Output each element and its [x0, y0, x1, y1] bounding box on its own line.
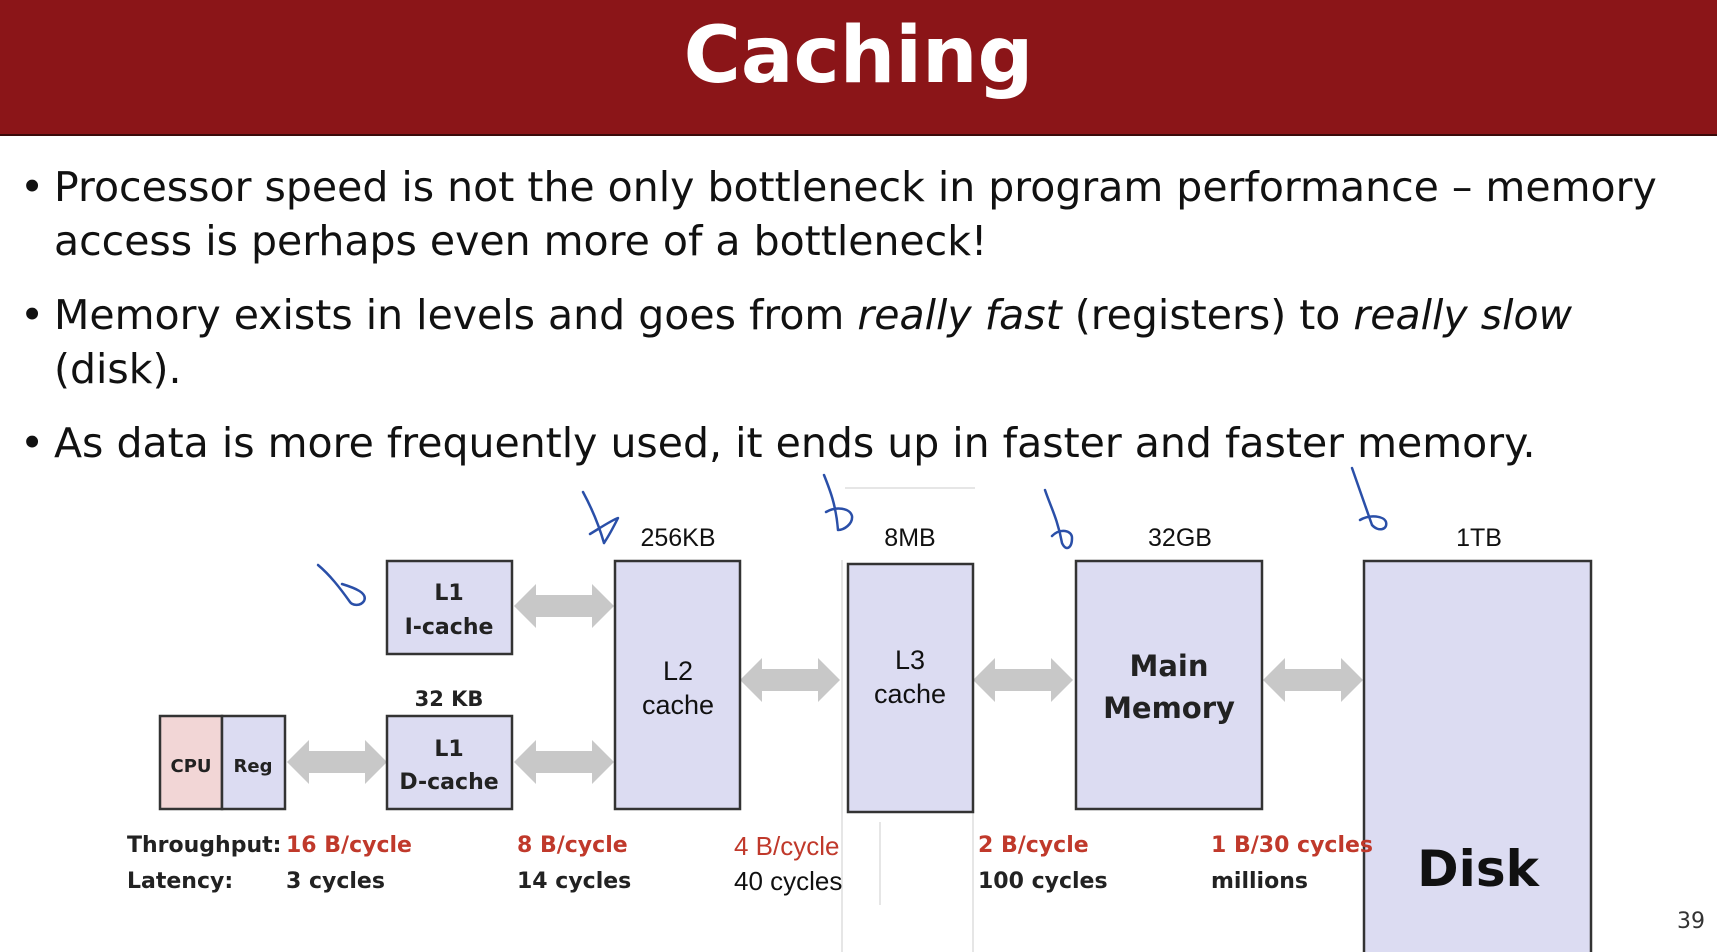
latency-main: millions [1211, 869, 1308, 894]
latency-l2: 40 cycles [734, 866, 842, 896]
disk-box [1362, 559, 1593, 952]
arrow-l3-main [973, 658, 1073, 702]
l1-icache-line2: I-cache [405, 615, 494, 640]
arrow-icache-l2 [514, 584, 614, 628]
bullet-list: Processor speed is not the only bottlene… [20, 160, 1700, 490]
title-bar: Caching [0, 0, 1717, 136]
bullet-3-text: As data is more frequently used, it ends… [54, 419, 1536, 467]
bullet-2-emph-slow: really slow [1353, 291, 1573, 339]
arrow-l2-l3 [740, 658, 840, 702]
cpu-label: CPU [170, 756, 211, 777]
l3-size-label: 8MB [884, 524, 935, 552]
latency-l1: 14 cycles [517, 869, 631, 894]
bullet-3: As data is more frequently used, it ends… [20, 416, 1700, 470]
annotation-mark-2 [581, 490, 620, 545]
l2-size-label: 256KB [640, 524, 715, 552]
l3-line2: cache [874, 679, 946, 709]
reg-box [220, 714, 287, 811]
throughput-l2: 4 B/cycle [734, 831, 840, 861]
annotation-mark-3 [822, 473, 854, 532]
annotation-mark-4 [1043, 488, 1074, 550]
l3-line1: L3 [895, 645, 925, 675]
l2-cache-box [613, 559, 742, 811]
throughput-main: 1 B/30 cycles [1211, 833, 1373, 858]
slide-title: Caching [683, 11, 1034, 101]
disk-label: Disk [1417, 840, 1540, 898]
throughput-l3: 2 B/cycle [978, 833, 1089, 858]
arrow-reg-dcache [287, 740, 387, 784]
arrow-main-disk [1263, 658, 1363, 702]
l1-icache-line1: L1 [434, 581, 463, 606]
latency-reg: 3 cycles [286, 869, 385, 894]
disk-size-label: 1TB [1456, 524, 1502, 552]
annotation-mark-5 [1350, 466, 1388, 531]
throughput-l1: 8 B/cycle [517, 833, 628, 858]
throughput-reg: 16 B/cycle [286, 833, 412, 858]
bullet-2-text-b: (registers) to [1061, 291, 1354, 339]
bullet-1: Processor speed is not the only bottlene… [20, 160, 1700, 268]
reg-label: Reg [234, 756, 273, 777]
main-line1: Main [1129, 649, 1208, 683]
l2-line1: L2 [663, 656, 693, 686]
l1-dcache-line1: L1 [434, 737, 463, 762]
l1-size-label: 32 KB [415, 687, 484, 711]
l1-dcache-line2: D-cache [399, 770, 498, 795]
l3-cache-box [846, 562, 975, 814]
main-line2: Memory [1103, 691, 1235, 725]
bullet-2-emph-fast: really fast [857, 291, 1062, 339]
annotation-mark-1 [316, 563, 366, 607]
page-number: 39 [1677, 909, 1705, 934]
l1-icache-box [385, 559, 514, 656]
main-memory-box [1074, 559, 1264, 811]
main-size-label: 32GB [1148, 524, 1212, 552]
bullet-2: Memory exists in levels and goes from re… [20, 288, 1700, 396]
throughput-label: Throughput: [127, 833, 281, 858]
latency-label: Latency: [127, 869, 233, 894]
latency-l3: 100 cycles [978, 869, 1108, 894]
l1-dcache-box [385, 714, 514, 811]
l2-line2: cache [642, 690, 714, 720]
bullet-2-text-c: (disk). [54, 345, 182, 393]
arrow-dcache-l2 [514, 740, 614, 784]
bullet-1-text: Processor speed is not the only bottlene… [54, 163, 1657, 265]
bullet-2-text-a: Memory exists in levels and goes from [54, 291, 858, 339]
